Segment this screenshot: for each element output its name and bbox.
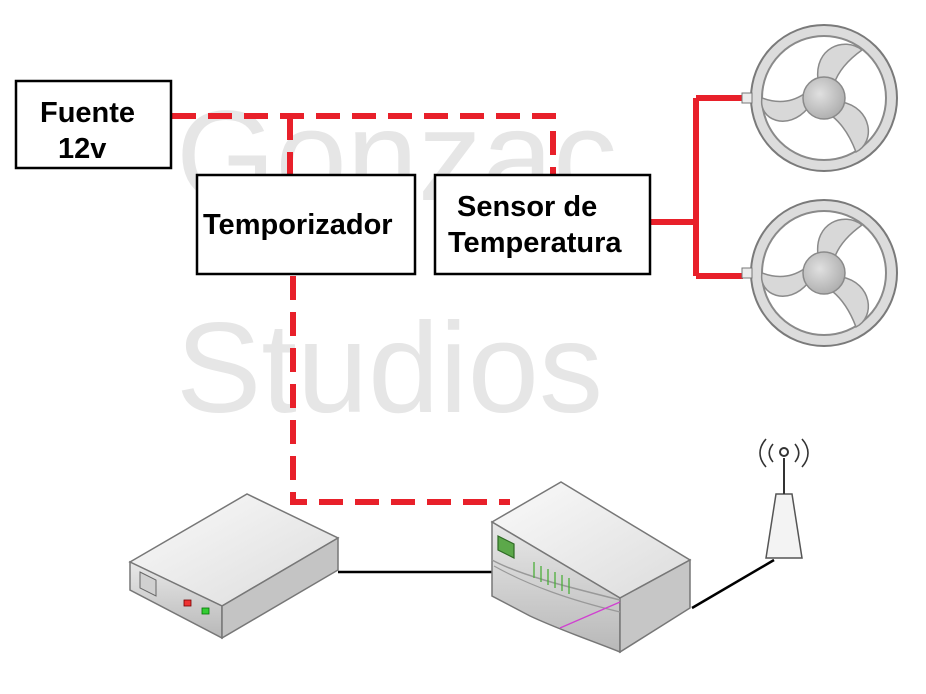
- power-supply-box: Fuente 12v: [14, 79, 173, 170]
- antenna-icon: [759, 438, 809, 559]
- watermark-line-2: Studios: [176, 297, 603, 440]
- fan-icon: [741, 24, 898, 172]
- temp-sensor-line-2: Temperatura: [448, 227, 622, 259]
- router-icon: [490, 481, 692, 654]
- cable-router-to-antenna: [691, 558, 775, 610]
- temp-sensor-box: Sensor de Temperatura: [433, 173, 652, 276]
- fan-icon: [741, 199, 898, 347]
- temp-sensor-line-1: Sensor de: [457, 191, 597, 223]
- wire-sensor-to-fans: [651, 95, 743, 279]
- timer-label: Temporizador: [203, 209, 393, 241]
- server-icon: [128, 493, 340, 640]
- power-supply-line-1: Fuente: [40, 97, 135, 129]
- power-wires: [172, 95, 743, 505]
- power-supply-frame: [14, 79, 173, 170]
- temp-sensor-frame: [433, 173, 652, 276]
- timer-box: Temporizador: [195, 173, 417, 276]
- wire-supply-to-sensor: [172, 113, 556, 176]
- timer-frame: [195, 173, 417, 276]
- power-supply-line-2: 12v: [58, 133, 106, 165]
- wire-timer-to-router: [290, 276, 510, 505]
